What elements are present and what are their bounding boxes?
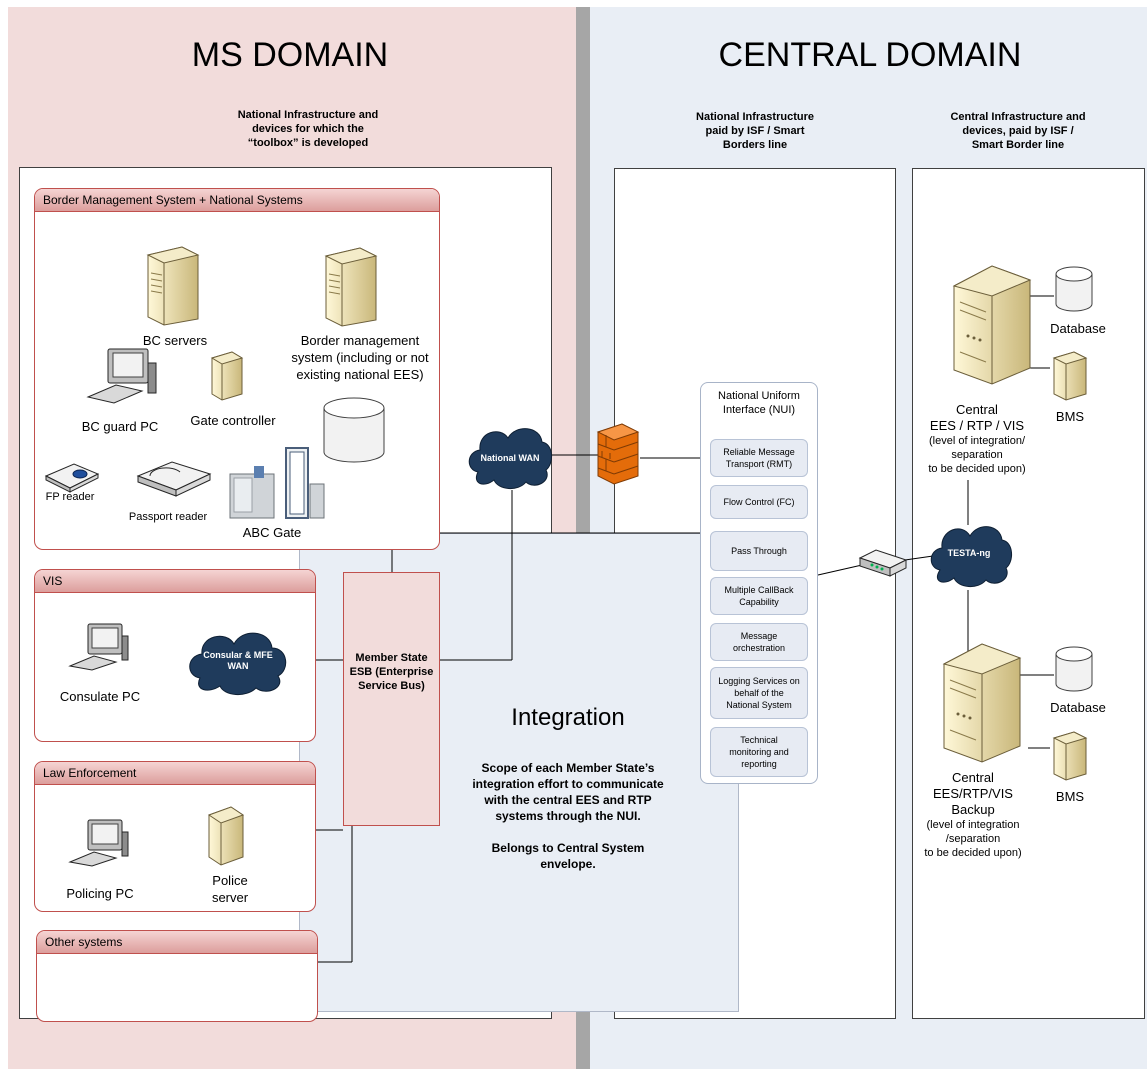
consular-mfe-wan-label: Consular & MFE WAN — [203, 650, 273, 671]
ms-domain-title: MS DOMAIN — [191, 36, 389, 74]
central-infrastructure-note: Central Infrastructure and devices, paid… — [950, 111, 1086, 151]
firewall-icon — [596, 423, 640, 485]
backup-bms-label: BMS — [1055, 789, 1085, 804]
desktop-pc-icon — [68, 819, 129, 867]
consulate-pc-label: Consulate PC — [59, 689, 141, 704]
passport-reader-label: Passport reader — [128, 511, 208, 523]
nui-item-flow-control: Flow Control (FC) — [710, 485, 808, 519]
server-icon — [324, 247, 378, 327]
central-domain-title: CENTRAL DOMAIN — [718, 36, 1022, 74]
integration-title: Integration — [511, 704, 625, 731]
server-icon — [210, 351, 244, 401]
integration-description: Scope of each Member State’s integration… — [472, 761, 664, 871]
other-systems-group: Other systems — [36, 930, 318, 1022]
fingerprint-reader-icon — [44, 463, 100, 493]
police-server-label: Police server — [211, 873, 249, 905]
ms-infrastructure-note: National Infrastructure and devices for … — [237, 109, 379, 149]
passport-reader-icon — [136, 461, 212, 497]
border-management-group-title: Border Management System + National Syst… — [35, 189, 439, 212]
national-infrastructure-note: National Infrastructure paid by ISF / Sm… — [696, 111, 814, 151]
cloud-icon — [930, 526, 1012, 587]
central-database-label: Database — [1050, 321, 1106, 336]
central-ees-label: Central EES / RTP / VIS (level of integr… — [928, 402, 1026, 475]
policing-pc-label: Policing PC — [66, 886, 134, 901]
law-enforcement-group-title: Law Enforcement — [35, 762, 315, 785]
vis-group-title: VIS — [35, 570, 315, 593]
other-systems-group-title: Other systems — [37, 931, 317, 954]
cloud-icon — [189, 632, 287, 695]
server-icon — [207, 806, 245, 866]
desktop-pc-icon — [86, 348, 157, 404]
member-state-esb: Member State ESB (Enterprise Service Bus… — [343, 572, 440, 826]
database-icon — [1055, 646, 1093, 692]
border-management-system-label: Border management system (including or n… — [291, 333, 429, 382]
mainframe-icon — [952, 265, 1032, 385]
abc-gate-icon — [229, 447, 325, 519]
cloud-icon — [468, 428, 552, 489]
testa-ng-label: TESTA-ng — [947, 548, 991, 558]
database-icon — [323, 397, 385, 463]
fp-reader-label: FP reader — [45, 491, 95, 503]
nui-item-pass-through: Pass Through — [710, 531, 808, 571]
central-backup-label: Central EES/RTP/VIS Backup (level of int… — [924, 770, 1022, 859]
law-enforcement-group: Law Enforcement — [34, 761, 316, 912]
mainframe-icon — [942, 643, 1022, 763]
central-bms-label: BMS — [1055, 409, 1085, 424]
bc-servers-label: BC servers — [142, 333, 208, 348]
bc-guard-pc-label: BC guard PC — [81, 419, 159, 434]
nui-title: National Uniform Interface (NUI) — [718, 390, 800, 416]
abc-gate-label: ABC Gate — [242, 525, 302, 540]
national-wan-label: National WAN — [480, 453, 540, 463]
desktop-pc-icon — [68, 623, 129, 671]
server-icon — [1052, 731, 1088, 781]
server-icon — [1052, 351, 1088, 401]
gate-controller-label: Gate controller — [190, 413, 276, 428]
server-icon — [146, 246, 200, 326]
database-icon — [1055, 266, 1093, 312]
backup-database-label: Database — [1050, 700, 1106, 715]
router-icon — [858, 549, 908, 577]
